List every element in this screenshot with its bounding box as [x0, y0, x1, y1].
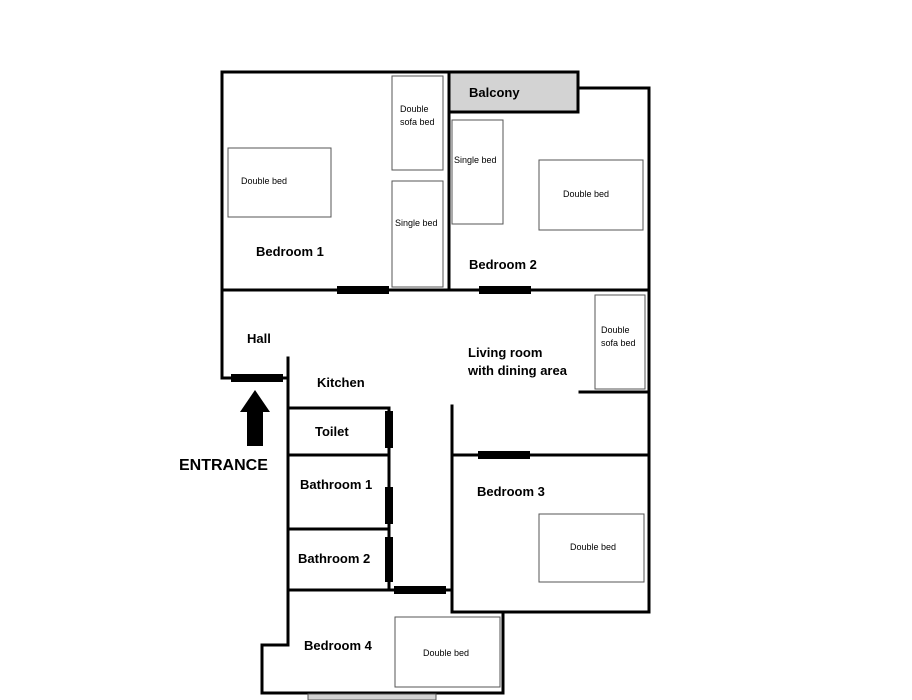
bedroom2-double-bed — [538, 159, 644, 231]
entrance-arrow-icon — [240, 390, 270, 446]
balcony-label: Balcony — [469, 85, 520, 100]
bedroom3-double-bed-label: Double bed — [570, 542, 616, 552]
door-bedroom3 — [478, 451, 530, 459]
bedroom2-label: Bedroom 2 — [469, 257, 537, 272]
bedroom3-label: Bedroom 3 — [477, 484, 545, 499]
furniture — [227, 75, 646, 700]
door-entrance — [231, 374, 283, 382]
bedroom1-sofa-bed — [391, 75, 444, 171]
bedroom4-label: Bedroom 4 — [304, 638, 373, 653]
bathroom2-label: Bathroom 2 — [298, 551, 370, 566]
bedroom3-double-bed — [538, 513, 645, 583]
walls — [220, 70, 651, 695]
door-bedroom4 — [394, 586, 446, 594]
hall-label: Hall — [247, 331, 271, 346]
bedroom2-double-bed-label: Double bed — [563, 189, 609, 199]
door-bedroom1 — [337, 286, 389, 294]
entrance-label: ENTRANCE — [179, 457, 268, 474]
bedroom1-double-bed — [227, 147, 332, 218]
toilet-label: Toilet — [315, 424, 349, 439]
doors — [231, 286, 531, 594]
bedroom1-double-bed-label: Double bed — [241, 176, 287, 186]
bedroom2-single-bed — [451, 119, 504, 225]
door-bathroom2 — [385, 537, 393, 582]
door-toilet — [385, 411, 393, 448]
bathroom1-label: Bathroom 1 — [300, 477, 372, 492]
bottom-step — [307, 693, 437, 700]
bedroom1-label: Bedroom 1 — [256, 244, 324, 259]
bedroom4-double-bed-label: Double bed — [423, 648, 469, 658]
living-sofa-bed — [594, 294, 646, 390]
living-room-label-2: with dining area — [467, 363, 568, 378]
bedroom1-single-bed — [391, 180, 444, 288]
bedroom1-sofa-label-2: sofa bed — [400, 117, 435, 127]
bedroom4-double-bed — [394, 616, 501, 688]
door-bathroom1 — [385, 487, 393, 524]
kitchen-label: Kitchen — [317, 375, 365, 390]
living-sofa-label-2: sofa bed — [601, 338, 636, 348]
living-room-label-1: Living room — [468, 345, 542, 360]
bedroom2-single-bed-label: Single bed — [454, 155, 497, 165]
door-bedroom2 — [479, 286, 531, 294]
living-sofa-label-1: Double — [601, 325, 630, 335]
bedroom1-sofa-label-1: Double — [400, 104, 429, 114]
bedroom1-single-bed-label: Single bed — [395, 218, 438, 228]
